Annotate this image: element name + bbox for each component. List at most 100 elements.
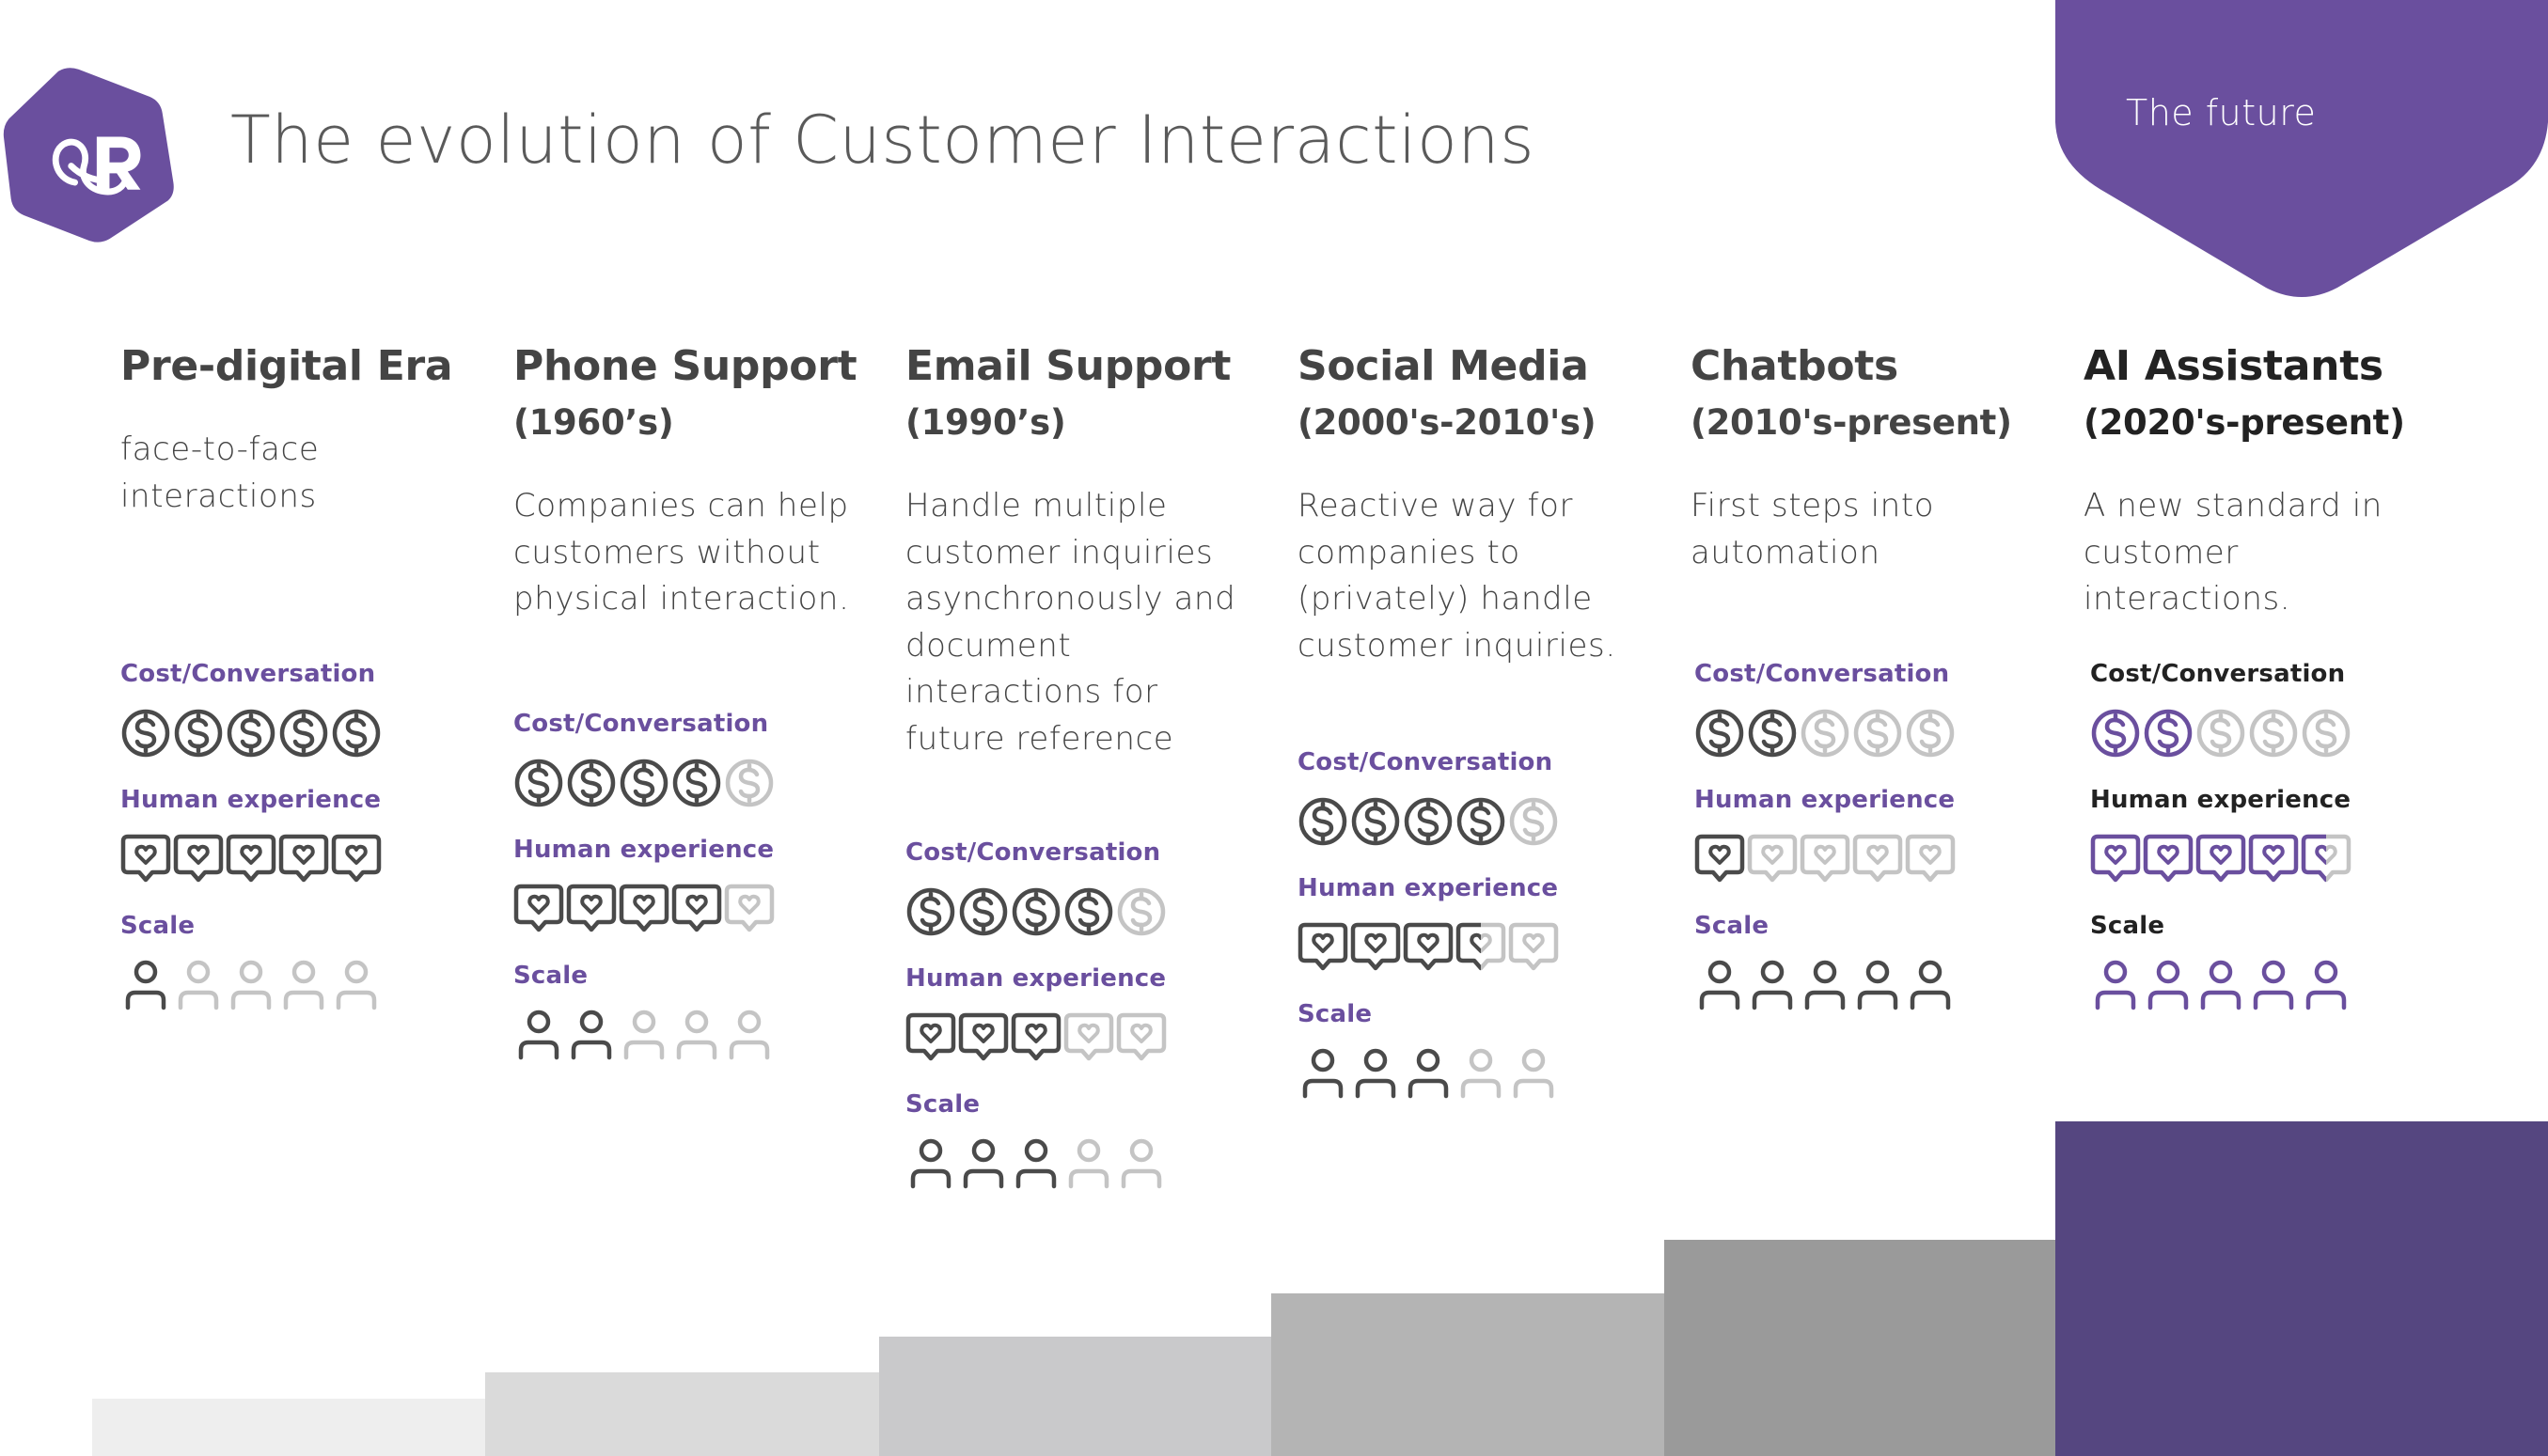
person-icon (278, 959, 329, 1011)
era-period: (2000's-2010's) (1298, 402, 1596, 443)
page-title: The evolution of Customer Interactions (230, 102, 1535, 179)
scale-metric: Scale (1298, 1000, 1559, 1100)
person-icon (2248, 959, 2299, 1011)
cost-rating (513, 757, 775, 809)
person-icon (619, 1009, 669, 1061)
era-title: Pre-digital Era (120, 342, 453, 390)
era-description-line: customer inquiries. (1298, 626, 1616, 665)
human-rating (1298, 921, 1559, 974)
dollar-coin-icon (724, 757, 775, 809)
human-metric: Human experience (1298, 874, 1559, 974)
cost-metric: Cost/Conversation (1694, 660, 1956, 759)
era-description-line: (privately) handle (1298, 580, 1593, 618)
dollar-coin-icon (1852, 707, 1903, 759)
person-icon (671, 1009, 722, 1061)
person-icon (566, 1009, 617, 1061)
heart-speech-bubble-icon (120, 833, 171, 885)
human-rating (905, 1011, 1167, 1064)
era-column-social: Social Media (2000's-2010's) Reactive wa… (1298, 338, 1664, 1099)
person-icon (2090, 959, 2141, 1011)
dollar-coin-icon (958, 885, 1009, 938)
era-description-line: customer interactions. (2084, 533, 2291, 618)
heart-speech-bubble-icon (1116, 1011, 1167, 1064)
human-label: Human experience (513, 836, 775, 864)
era-period: (1990’s) (905, 402, 1066, 443)
scale-rating (2090, 959, 2351, 1011)
era-description-line: First steps into (1691, 487, 1935, 524)
human-metric: Human experience (120, 786, 382, 885)
person-icon (173, 959, 224, 1011)
person-icon (1116, 1137, 1167, 1190)
dollar-coin-icon (2248, 707, 2299, 759)
person-icon (1800, 959, 1850, 1011)
cost-metric: Cost/Conversation (905, 838, 1167, 938)
era-title: AI Assistants (2084, 342, 2383, 390)
dollar-coin-icon (173, 707, 224, 759)
person-icon (331, 959, 382, 1011)
dollar-coin-icon (2195, 707, 2246, 759)
person-icon (1905, 959, 1956, 1011)
person-icon (1455, 1047, 1506, 1100)
heart-speech-bubble-icon (566, 883, 617, 935)
dollar-coin-icon (1350, 795, 1401, 848)
heart-speech-bubble-icon (1063, 1011, 1114, 1064)
heart-speech-bubble-icon (958, 1011, 1009, 1064)
human-label: Human experience (905, 964, 1167, 993)
person-icon (2195, 959, 2246, 1011)
human-label: Human experience (1298, 874, 1559, 902)
dollar-coin-icon (1298, 795, 1348, 848)
cost-rating (905, 885, 1167, 938)
scale-rating (120, 959, 382, 1011)
evolution-bar-chatbots (1664, 1240, 2055, 1456)
scale-label: Scale (120, 912, 196, 940)
era-description-line: interactions (120, 477, 317, 515)
cost-label: Cost/Conversation (120, 660, 376, 688)
era-column-chatbots: Chatbots (2010's-present) First steps in… (1691, 338, 2057, 1010)
era-description-line: automation (1691, 533, 1880, 571)
scale-rating (513, 1009, 775, 1061)
dollar-coin-icon (1747, 707, 1798, 759)
cost-rating (1298, 795, 1559, 848)
heart-speech-bubble-icon (905, 1011, 956, 1064)
human-rating (2090, 833, 2351, 885)
future-label: The future (2126, 92, 2317, 133)
dollar-coin-icon (1063, 885, 1114, 938)
heart-speech-bubble-icon (2090, 833, 2141, 885)
era-description-line: Handle multiple (905, 487, 1168, 524)
heart-speech-bubble-icon (173, 833, 224, 885)
era-description-line: interactions for (905, 673, 1158, 711)
heart-speech-bubble-icon (1455, 921, 1506, 974)
scale-rating (1694, 959, 1956, 1011)
dollar-coin-icon (1508, 795, 1559, 848)
cost-rating (1694, 707, 1956, 759)
evolution-bar-email (879, 1337, 1271, 1456)
scale-metric: Scale (120, 912, 382, 1011)
dollar-coin-icon (513, 757, 564, 809)
human-metric: Human experience (513, 836, 775, 935)
heart-speech-bubble-icon (331, 833, 382, 885)
era-column-ai-assistants: AI Assistants (2020's-present) A new sta… (2084, 338, 2450, 1010)
dollar-coin-icon (1403, 795, 1454, 848)
evolution-bar-social (1271, 1293, 1664, 1456)
scale-metric: Scale (513, 962, 775, 1061)
heart-speech-bubble-icon (1905, 833, 1956, 885)
heart-speech-bubble-icon (2248, 833, 2299, 885)
cost-metric: Cost/Conversation (120, 660, 382, 759)
era-description-line: Companies can help (513, 487, 849, 524)
era-description: First steps into automation (1691, 483, 2057, 576)
cost-rating (2090, 707, 2351, 759)
dollar-coin-icon (671, 757, 722, 809)
cost-metric: Cost/Conversation (2090, 660, 2351, 759)
person-icon (1063, 1137, 1114, 1190)
person-icon (513, 1009, 564, 1061)
scale-rating (905, 1137, 1167, 1190)
era-description-line: document (905, 626, 1072, 665)
era-description-line: physical interaction. (513, 580, 850, 618)
era-description-line: Reactive way for (1298, 487, 1574, 524)
evolution-bar-phone (485, 1372, 879, 1456)
